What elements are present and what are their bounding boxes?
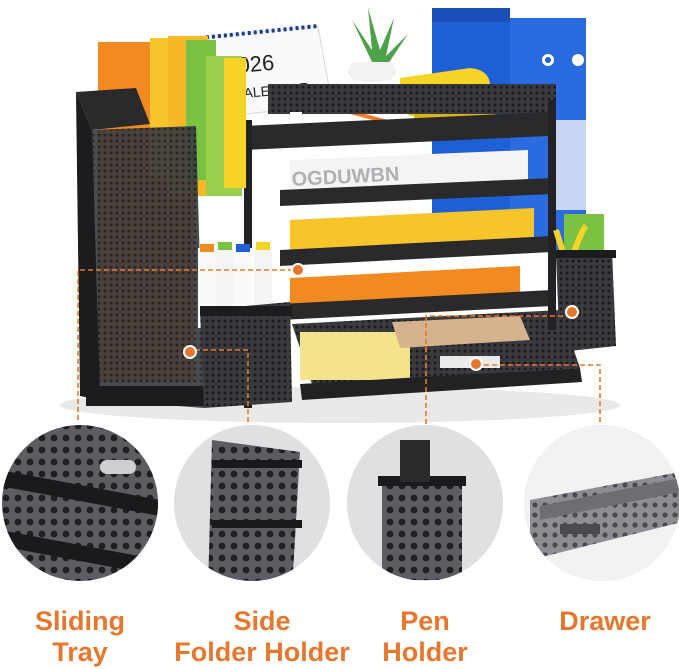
side-folder-holder — [76, 88, 236, 408]
label-pen-holder: Pen Holder — [345, 606, 505, 668]
detail-sliding-tray — [2, 425, 158, 581]
label-side-folder-holder-line2: Folder Holder — [174, 637, 350, 667]
label-pen-holder-line1: Pen — [400, 606, 450, 636]
callout-dots — [183, 263, 579, 371]
pen-holder-left — [200, 302, 292, 408]
tray-stack: OGDUWBN — [244, 84, 582, 408]
label-drawer-line1: Drawer — [559, 606, 651, 636]
label-side-folder-holder: Side Folder Holder — [172, 606, 352, 668]
label-sliding-tray-line1: Sliding — [35, 606, 125, 636]
label-sliding-tray: Sliding Tray — [0, 606, 160, 668]
pen-holder-right — [553, 214, 616, 352]
label-sliding-tray-line2: Tray — [52, 637, 108, 667]
label-drawer: Drawer — [525, 606, 679, 637]
detail-side-folder-holder — [174, 425, 330, 581]
detail-drawer — [524, 425, 679, 581]
callout-lines — [77, 269, 601, 430]
detail-pen-holder — [347, 425, 503, 581]
label-side-folder-holder-line1: Side — [233, 606, 291, 636]
label-pen-holder-line2: Holder — [382, 637, 468, 667]
plant — [348, 8, 408, 82]
